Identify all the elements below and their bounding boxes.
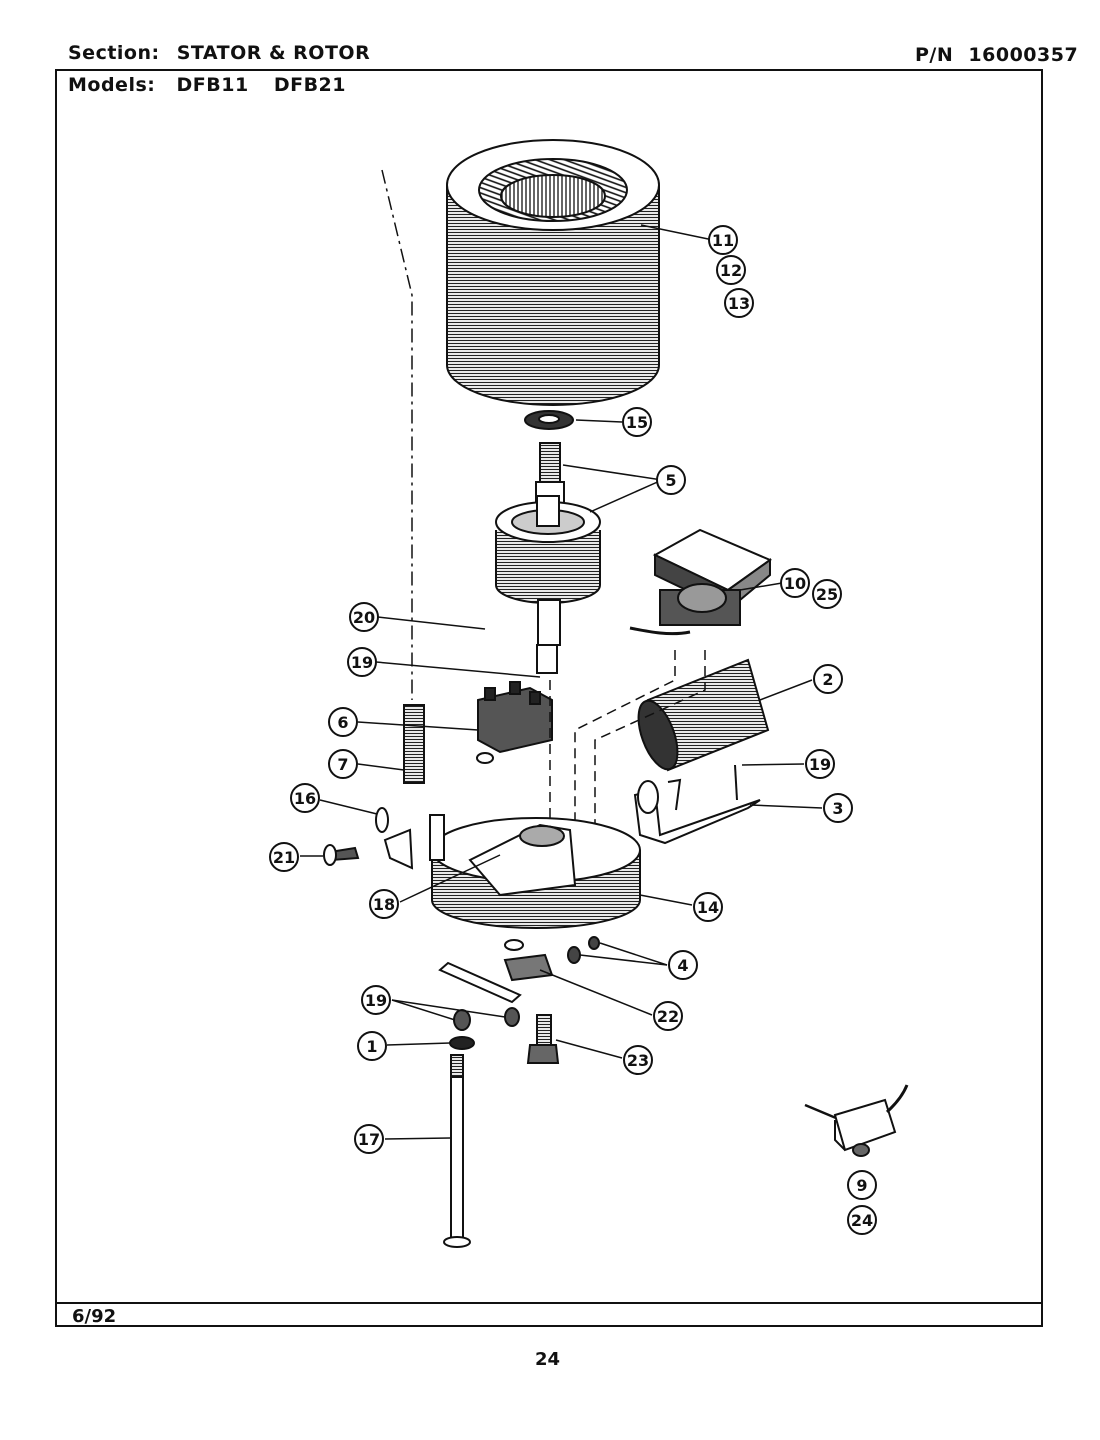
svg-text:4: 4 xyxy=(677,956,688,975)
callout-9: 9 xyxy=(847,1170,877,1200)
motor-base-housing xyxy=(429,814,641,929)
part-number: P/N 16000357 xyxy=(915,44,1078,66)
callout-19-lower: 19 xyxy=(361,985,391,1015)
svg-text:1: 1 xyxy=(366,1037,377,1056)
callout-16: 16 xyxy=(290,783,320,813)
callout-15: 15 xyxy=(622,407,652,437)
overload-protector xyxy=(804,1084,909,1157)
svg-text:13: 13 xyxy=(728,294,750,313)
section-label: Section: xyxy=(68,42,160,64)
svg-text:22: 22 xyxy=(657,1007,679,1026)
callout-18: 18 xyxy=(369,889,399,919)
svg-text:20: 20 xyxy=(353,608,375,627)
models-heading: Models: DFB11 DFB21 xyxy=(68,74,346,96)
svg-text:7: 7 xyxy=(337,755,348,774)
footer-divider xyxy=(55,1302,1043,1304)
callout-19: 19 xyxy=(347,647,377,677)
callout-25: 25 xyxy=(812,579,842,609)
diagram-frame xyxy=(55,69,1043,1327)
svg-text:15: 15 xyxy=(626,413,648,432)
callout-13: 13 xyxy=(724,288,754,318)
svg-text:24: 24 xyxy=(851,1211,873,1230)
svg-text:5: 5 xyxy=(665,471,676,490)
callout-20: 20 xyxy=(349,602,379,632)
run-capacitor xyxy=(637,658,770,772)
svg-text:9: 9 xyxy=(856,1176,867,1195)
pn-label: P/N xyxy=(915,44,954,66)
revision-date: 6/92 xyxy=(72,1306,117,1327)
centrifugal-switch xyxy=(629,528,773,636)
callout-12: 12 xyxy=(716,255,746,285)
model-dfb11: DFB11 xyxy=(176,74,249,96)
leader-lines xyxy=(300,224,823,1140)
alignment-line-left xyxy=(381,169,413,700)
svg-text:19: 19 xyxy=(351,653,373,672)
section-heading: Section: STATOR & ROTOR xyxy=(68,42,370,64)
callout-2: 2 xyxy=(813,664,843,694)
callout-5: 5 xyxy=(656,465,686,495)
callout-1: 1 xyxy=(357,1031,387,1061)
callout-21: 21 xyxy=(269,842,299,872)
model-dfb21: DFB21 xyxy=(273,74,346,96)
through-bolt xyxy=(443,1054,471,1248)
fan-blade xyxy=(323,807,414,870)
callout-14: 14 xyxy=(693,892,723,922)
svg-text:19: 19 xyxy=(809,755,831,774)
thrust-washer xyxy=(524,410,574,430)
callout-23: 23 xyxy=(623,1045,653,1075)
callout-3: 3 xyxy=(823,793,853,823)
callout-11: 11 xyxy=(708,225,738,255)
svg-text:19: 19 xyxy=(365,991,387,1010)
svg-text:17: 17 xyxy=(358,1130,380,1149)
svg-text:25: 25 xyxy=(816,585,838,604)
svg-text:6: 6 xyxy=(337,713,348,732)
svg-text:21: 21 xyxy=(273,848,295,867)
tension-spring xyxy=(403,704,425,784)
start-relay xyxy=(476,681,553,764)
callout-19-right: 19 xyxy=(805,749,835,779)
hardware-clips xyxy=(438,936,600,1064)
callout-4: 4 xyxy=(668,950,698,980)
callout-labels: 11 12 13 15 5 10 25 20 19 6 7 2 19 16 3 … xyxy=(269,225,877,1235)
svg-text:10: 10 xyxy=(784,574,806,593)
svg-text:16: 16 xyxy=(294,789,316,808)
callout-6: 6 xyxy=(328,707,358,737)
mounting-bracket xyxy=(633,764,761,845)
section-value: STATOR & ROTOR xyxy=(176,42,371,64)
rotor-assembly xyxy=(495,442,601,674)
callout-17: 17 xyxy=(354,1124,384,1154)
svg-text:23: 23 xyxy=(627,1051,649,1070)
svg-text:11: 11 xyxy=(712,231,734,250)
callout-24: 24 xyxy=(847,1205,877,1235)
callout-22: 22 xyxy=(653,1001,683,1031)
svg-text:3: 3 xyxy=(832,799,843,818)
stator-winding xyxy=(446,139,660,406)
pn-value: 16000357 xyxy=(968,44,1079,66)
callout-10: 10 xyxy=(780,568,810,598)
svg-text:14: 14 xyxy=(697,898,719,917)
models-label: Models: xyxy=(68,74,156,96)
svg-text:12: 12 xyxy=(720,261,742,280)
svg-text:18: 18 xyxy=(373,895,395,914)
wire-leads xyxy=(549,650,706,840)
page-number: 24 xyxy=(535,1349,561,1370)
svg-text:2: 2 xyxy=(822,670,833,689)
callout-7: 7 xyxy=(328,749,358,779)
